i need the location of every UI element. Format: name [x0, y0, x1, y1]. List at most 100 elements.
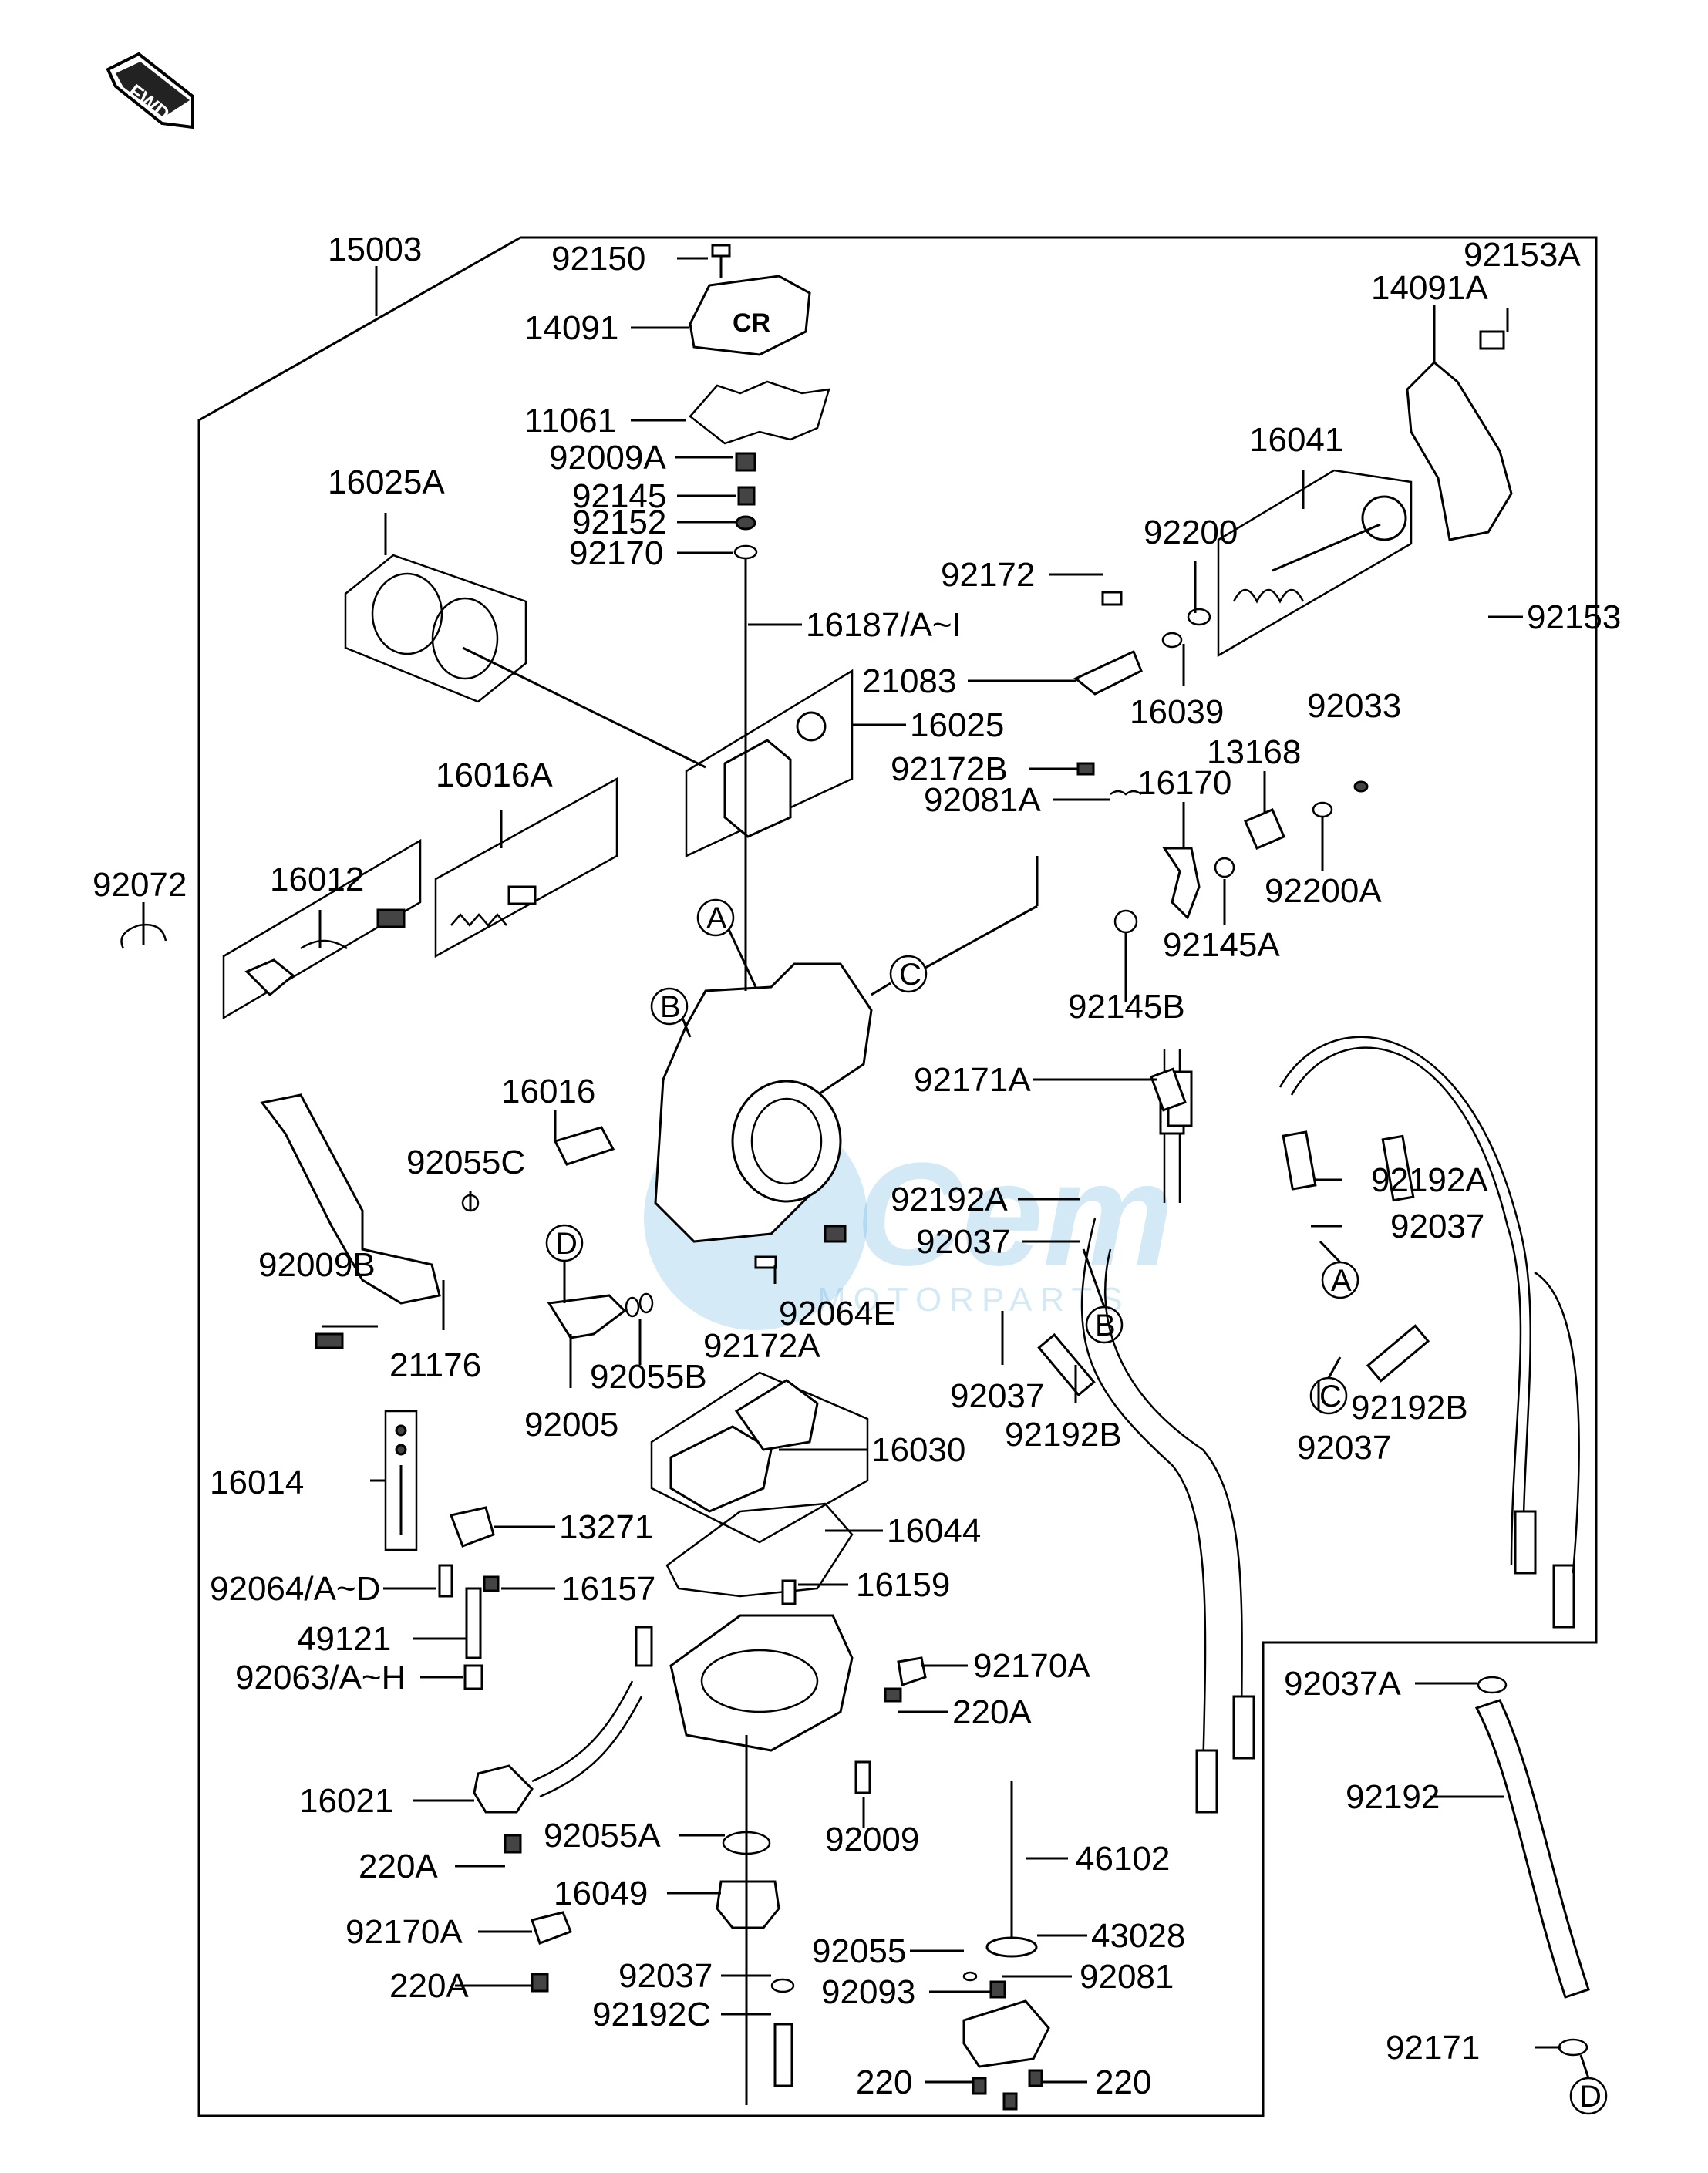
- label-92145B: 92145B: [1068, 988, 1185, 1026]
- label-13271: 13271: [559, 1508, 653, 1546]
- callout-A-top: A: [696, 898, 735, 937]
- label-92055A: 92055A: [544, 1817, 661, 1855]
- label-92009B: 92009B: [258, 1246, 376, 1284]
- label-92081: 92081: [1080, 1958, 1174, 1996]
- label-92033: 92033: [1307, 687, 1401, 725]
- callout-B-right: B: [1085, 1305, 1124, 1344]
- callouts: A B C D B A C D: [545, 856, 1608, 2115]
- label-92153A: 92153A: [1464, 236, 1581, 274]
- label-220A-left-1: 220A: [359, 1848, 438, 1885]
- label-92072: 92072: [93, 866, 187, 904]
- label-220A-left-2: 220A: [389, 1967, 469, 2005]
- label-13168: 13168: [1207, 733, 1301, 771]
- label-16039: 16039: [1130, 693, 1224, 731]
- callout-A-right: A: [1321, 1261, 1359, 1299]
- svg-text:C: C: [899, 958, 921, 992]
- part-21083: [1073, 591, 1143, 696]
- label-92153: 92153: [1527, 598, 1621, 636]
- label-92192B-right: 92192B: [1351, 1389, 1468, 1427]
- part-16025-valve: [685, 669, 906, 857]
- part-16014-jet: [384, 1410, 418, 1551]
- svg-text:D: D: [555, 1227, 578, 1261]
- label-92037-right: 92037: [1390, 1208, 1484, 1245]
- label-14091: 14091: [524, 309, 618, 347]
- label-16016: 16016: [501, 1073, 595, 1110]
- label-92055B: 92055B: [590, 1358, 707, 1396]
- part-labels: 15003 92150 14091 11061 92009A 92145 921…: [93, 231, 1621, 2101]
- label-16187: 16187/A~I: [806, 606, 962, 644]
- part-float-bowl: [669, 1579, 927, 1752]
- label-92172: 92172: [941, 556, 1035, 594]
- label-92093: 92093: [821, 1973, 915, 2011]
- label-43028: 43028: [1091, 1917, 1185, 1955]
- part-gasket-11061: [689, 380, 830, 445]
- label-92037A: 92037A: [1284, 1665, 1401, 1703]
- label-92192A-left: 92192A: [891, 1181, 1008, 1218]
- part-16170-arm: [1076, 762, 1285, 934]
- label-92037-bottom: 92037: [618, 1957, 713, 1995]
- svg-text:A: A: [1331, 1264, 1352, 1298]
- part-16044-gasket: [665, 1502, 854, 1598]
- label-92055C: 92055C: [406, 1144, 525, 1181]
- label-21083: 21083: [862, 662, 956, 700]
- label-220A-right: 220A: [952, 1693, 1032, 1731]
- label-92192: 92192: [1346, 1778, 1440, 1816]
- label-92064AD: 92064/A~D: [210, 1570, 380, 1608]
- svg-text:B: B: [1095, 1309, 1116, 1343]
- label-16170: 16170: [1137, 764, 1231, 802]
- part-top-cover-14091: CR: [689, 275, 811, 356]
- label-16049: 16049: [554, 1875, 648, 1912]
- label-16041: 16041: [1249, 421, 1343, 459]
- label-92192A-right: 92192A: [1371, 1161, 1488, 1199]
- label-92172B: 92172B: [891, 750, 1008, 788]
- label-16016A: 16016A: [436, 756, 553, 794]
- label-16044: 16044: [887, 1512, 981, 1550]
- label-220-left: 220: [856, 2064, 912, 2101]
- label-16159: 16159: [856, 1566, 950, 1604]
- label-16012: 16012: [270, 861, 364, 898]
- label-92171A: 92171A: [914, 1061, 1031, 1099]
- label-92170: 92170: [569, 534, 663, 572]
- label-11061: 11061: [524, 402, 616, 440]
- label-92063AH: 92063/A~H: [235, 1659, 406, 1696]
- part-16012-group: [120, 777, 618, 1020]
- part-16025A: [344, 554, 706, 769]
- label-92150: 92150: [551, 240, 645, 278]
- label-92200: 92200: [1144, 514, 1238, 551]
- label-92005: 92005: [524, 1406, 618, 1444]
- part-washers-right: [1161, 608, 1369, 818]
- watermark-sub: MOTORPARTS: [817, 1281, 1130, 1319]
- label-92170A-right: 92170A: [973, 1647, 1090, 1685]
- label-92081A: 92081A: [924, 781, 1041, 819]
- label-92172A: 92172A: [703, 1327, 820, 1365]
- label-92037-lower: 92037: [950, 1377, 1044, 1415]
- label-49121: 49121: [297, 1620, 391, 1658]
- part-drain-group: [716, 1735, 871, 2105]
- part-21176-sensor: [260, 1093, 441, 1349]
- label-16025A: 16025A: [328, 463, 445, 501]
- callout-D-left: D: [545, 1224, 584, 1262]
- part-92005-fitting: [547, 1225, 847, 1339]
- label-92055: 92055: [812, 1932, 906, 1970]
- label-14091A: 14091A: [1371, 269, 1488, 307]
- part-13271-jets: [438, 1506, 500, 1690]
- svg-text:C: C: [1319, 1380, 1342, 1413]
- part-16041: [1217, 469, 1413, 658]
- svg-text:B: B: [660, 990, 681, 1024]
- label-92170A-left: 92170A: [345, 1913, 463, 1951]
- label-92009A: 92009A: [549, 439, 666, 477]
- label-92145A: 92145A: [1163, 926, 1280, 964]
- assembly-frame: [197, 236, 1598, 2117]
- part-92192-separate: [1474, 1676, 1590, 2057]
- label-46102: 46102: [1076, 1840, 1170, 1878]
- label-92192B-left: 92192B: [1005, 1416, 1122, 1454]
- part-16021-sensor: [473, 1626, 653, 1993]
- callout-C-right: C: [1309, 1376, 1348, 1415]
- label-92200A: 92200A: [1265, 872, 1382, 910]
- label-92064E: 92064E: [779, 1295, 896, 1332]
- callout-D-right: D: [1569, 2077, 1608, 2115]
- label-16157: 16157: [561, 1570, 655, 1608]
- svg-text:A: A: [706, 901, 727, 935]
- fwd-badge: FWD: [106, 52, 194, 130]
